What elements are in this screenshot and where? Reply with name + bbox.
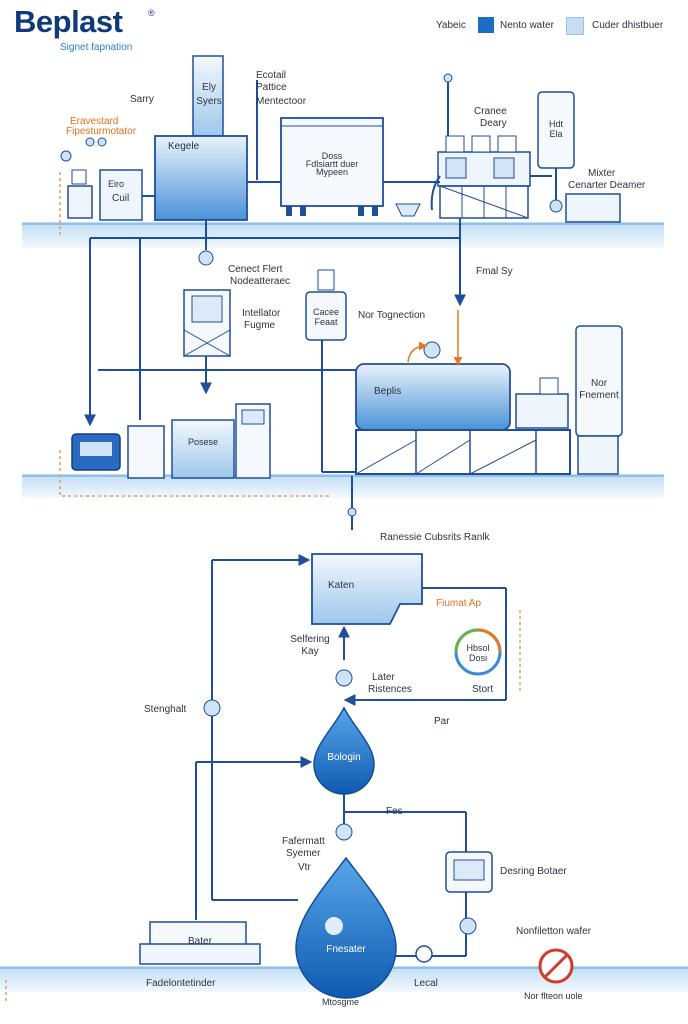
row1-pipes [142, 80, 557, 250]
legend-swatch-water [478, 17, 494, 33]
label-crane-2: Deary [480, 118, 507, 129]
label-ecotail-2: Pattice [256, 82, 287, 93]
label-intellator-2: Fugme [244, 320, 276, 331]
label-panel-1: Doss [321, 151, 343, 161]
brand-registered-mark: ® [148, 8, 155, 18]
label-stort: Stort [472, 684, 494, 695]
water-band-1 [22, 222, 664, 248]
label-orange-1: Eravestard [70, 116, 119, 127]
label-crane-1: Cranee [474, 106, 507, 117]
label-ranessie: Ranessie Cubsrits Ranlk [380, 532, 490, 543]
orange-guide-lines [5, 172, 521, 1002]
label-panel-3: Mypeen [315, 167, 349, 177]
label-cyl-right-2: Ela [549, 129, 563, 139]
label-fiumat-ap: Fiumat Ap [436, 598, 482, 609]
label-nor-1: Nor [590, 378, 608, 389]
label-mixer-1: Mixter [588, 168, 616, 179]
label-tank-top-2: Syers [196, 96, 222, 107]
label-panel-2: Fdlsiartt duer [305, 159, 359, 169]
label-fadelontetinder: Fadelontetinder [146, 978, 216, 989]
legend-swatch-distribution [566, 17, 584, 35]
label-cyl-right-1: Hdt [548, 119, 563, 129]
row1-equipment [60, 55, 621, 223]
label-ecotail-1: Ecotail [256, 70, 287, 81]
label-ecotail-3: Mentectoor [256, 96, 307, 107]
label-tank-top-1: Ely [202, 82, 216, 93]
label-bologin: Bologin [327, 752, 361, 763]
label-lecal: Lecal [414, 978, 438, 989]
row2-equipment [71, 250, 623, 479]
water-band-2 [22, 474, 664, 498]
label-kegele: Kegele [168, 141, 200, 152]
brand-logo: Beplast [14, 4, 123, 39]
row2-orange-arrows [407, 310, 463, 366]
label-nonfiltration-water: Nonfiletton wafer [516, 926, 592, 937]
label-coil-1: Eiro [108, 179, 125, 189]
label-intellator-1: Intellator [242, 308, 281, 319]
label-mtosgme: Mtosgme [322, 997, 360, 1007]
label-stenghalt: Stenghalt [144, 704, 187, 715]
label-katen: Katen [328, 580, 355, 591]
row3-equipment [139, 507, 574, 999]
row3-pipes [195, 554, 507, 957]
label-connect-2: Nodeatteraec [230, 276, 291, 287]
label-sarry: Sarry [130, 94, 154, 105]
label-fafermatt-1: Fafermatt [282, 836, 325, 847]
label-selfering-2: Kay [301, 646, 319, 657]
label-fnesater: Fnesater [326, 944, 366, 955]
brand-tagline: Signet fapnation [60, 42, 133, 53]
label-cyl-mid-1: Cacee [312, 307, 339, 317]
label-fafermatt-2: Syemer [286, 848, 321, 859]
label-posese: Posese [187, 437, 219, 447]
label-par: Par [434, 716, 450, 727]
legend-label-distribution: Cuder dhistbuer [592, 20, 664, 31]
label-mixer-2: Cenarter Deamer [568, 180, 646, 191]
label-later-2: Ristences [368, 684, 412, 695]
label-ring-2: Dosi [468, 653, 487, 663]
label-orange-2: Fipesturmotator [66, 126, 137, 137]
legend-label-water: Nento water [500, 20, 554, 31]
label-fmal-sy: Fmal Sy [476, 266, 513, 277]
label-nor-tognection: Nor Tognection [358, 310, 426, 321]
label-connect-1: Cenect Flert [228, 264, 283, 275]
label-fafermatt-3: Vtr [298, 862, 311, 873]
label-later-1: Later [372, 672, 395, 683]
legend-title: Yabeic [436, 20, 466, 31]
label-dosing-box: Desring Botaer [500, 866, 567, 877]
label-bater: Bater [188, 936, 212, 947]
label-ring-1: Hbsol [466, 643, 490, 653]
label-fes: Fes [386, 806, 403, 817]
label-nonfiltration-2: Nor flteon uole [524, 991, 583, 1001]
label-beplis: Beplis [374, 386, 402, 397]
label-coil-2: Cuil [112, 193, 130, 204]
label-cyl-mid-2: Feaat [314, 317, 338, 327]
label-selfering-1: Selfering [290, 634, 330, 645]
label-nor-2: Fnement [579, 390, 619, 401]
